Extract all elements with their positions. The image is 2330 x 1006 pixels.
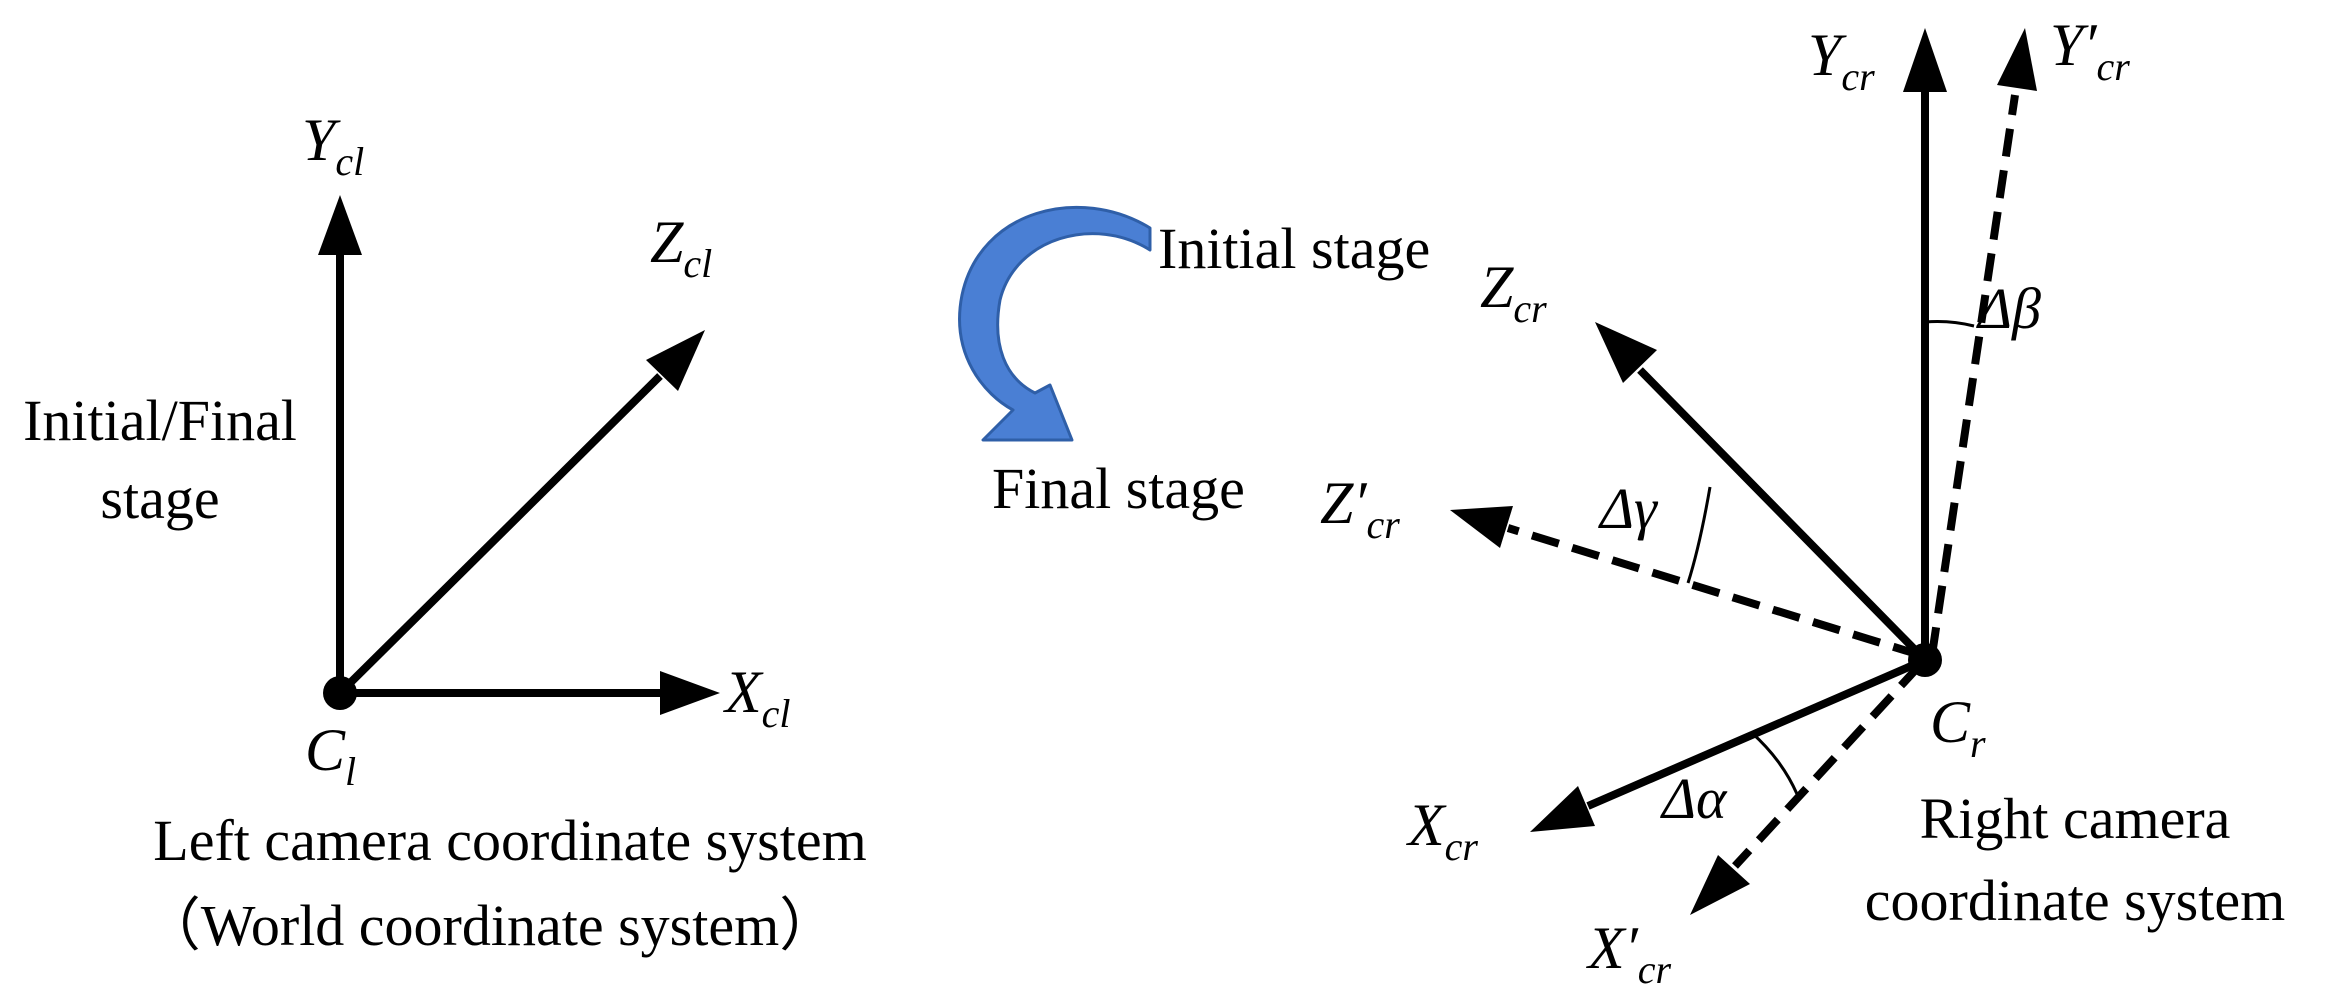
right-caption-line1: Right camera <box>1920 786 2231 851</box>
left-origin-label: Cl <box>305 717 356 794</box>
rotation-legend: Initial stage Final stage <box>958 206 1430 521</box>
delta-gamma-arc <box>1686 486 1712 584</box>
left-origin-point <box>323 676 357 710</box>
right-y-prime-axis-label: Y′cr <box>2050 12 2130 89</box>
left-x-axis-label: Xcl <box>723 659 791 736</box>
left-y-axis-label: Ycl <box>302 107 364 184</box>
left-coordinate-system: Ycl Zcl Xcl Cl Initial/Final stage Left … <box>23 107 867 958</box>
right-z-prime-axis <box>1450 506 1922 659</box>
right-origin-point <box>1908 643 1942 677</box>
rotation-arrow-icon <box>958 206 1152 442</box>
delta-alpha-label: Δα <box>1660 766 1728 831</box>
delta-beta-arc <box>1924 320 1975 328</box>
left-caption-line1: Left camera coordinate system <box>153 808 866 873</box>
delta-beta-label: Δβ <box>1976 276 2041 341</box>
final-stage-label: Final stage <box>992 456 1245 521</box>
right-origin-label: Cr <box>1930 689 1986 766</box>
left-y-axis <box>318 195 362 693</box>
left-z-axis-label: Zcl <box>650 209 712 286</box>
right-y-axis <box>1903 28 1947 660</box>
right-x-axis-label: Xcr <box>1406 792 1478 869</box>
right-x-prime-axis <box>1690 662 1923 915</box>
right-coordinate-system: Ycr Y′cr Zcr Z′cr Xcr X′cr Cr Δβ Δγ Δα R… <box>1320 12 2285 992</box>
left-stage-label-line2: stage <box>100 466 219 531</box>
right-x-axis <box>1530 656 1927 832</box>
delta-alpha-arc <box>1750 731 1799 795</box>
right-y-prime-axis <box>1928 28 2037 656</box>
right-z-prime-axis-label: Z′cr <box>1320 470 1400 547</box>
right-z-axis <box>1595 322 1928 663</box>
right-y-axis-label: Ycr <box>1808 22 1875 99</box>
delta-gamma-label: Δγ <box>1598 476 1659 541</box>
initial-stage-label: Initial stage <box>1158 216 1430 281</box>
right-z-axis-label: Zcr <box>1480 254 1547 331</box>
left-z-axis <box>337 330 705 696</box>
left-caption-line2: （World coordinate system） <box>143 893 837 958</box>
left-x-axis <box>340 671 720 715</box>
left-stage-label-line1: Initial/Final <box>23 388 297 453</box>
right-x-prime-axis-label: X′cr <box>1586 915 1672 992</box>
right-caption-line2: coordinate system <box>1865 868 2285 933</box>
